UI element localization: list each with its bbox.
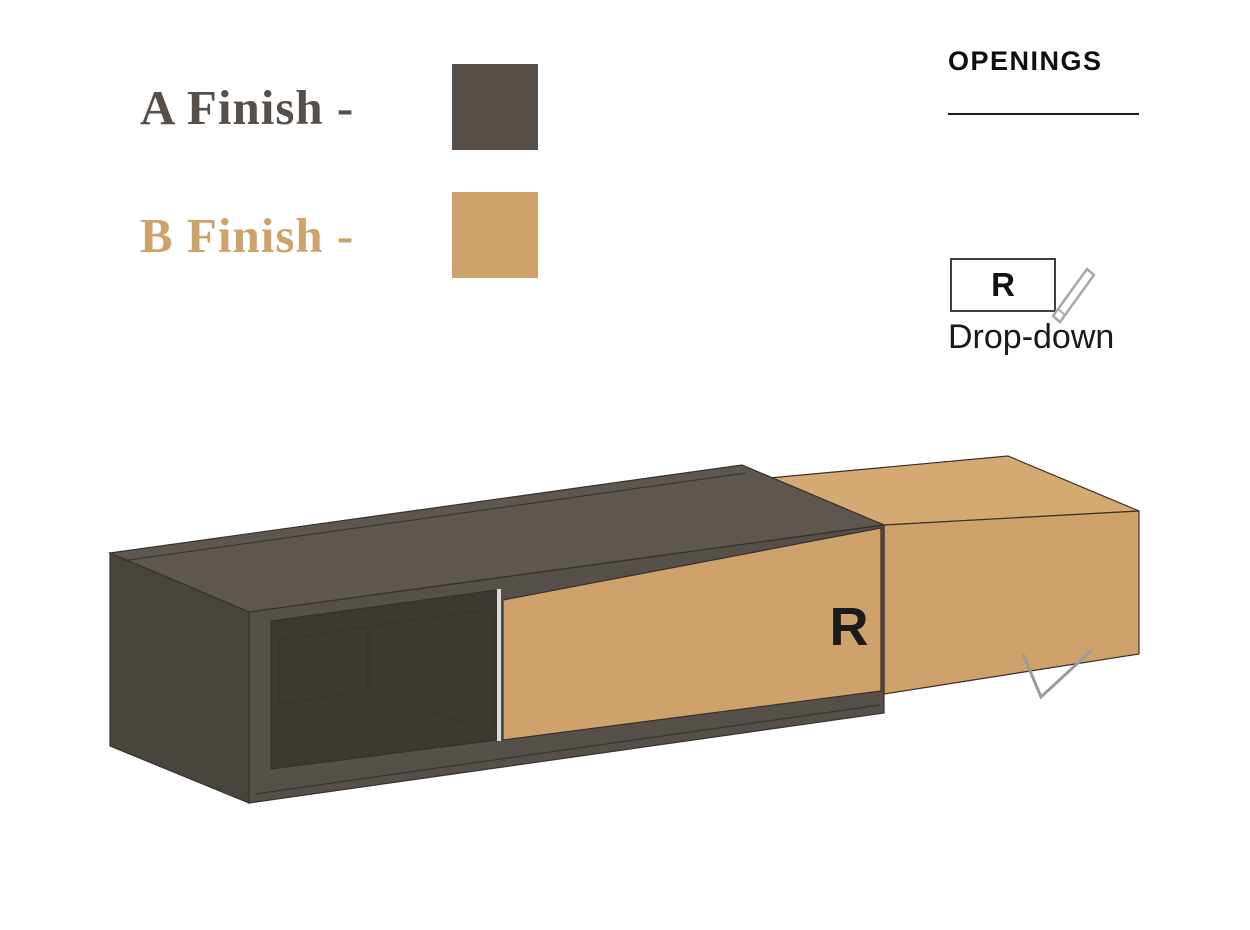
plinth-edge-line [254,704,881,795]
drop-down-symbol-box: R [950,258,1056,312]
openings-divider [948,113,1139,115]
compartment-back-panel [278,626,368,705]
top-bevel-line [121,472,747,562]
open-compartment [270,589,498,770]
pencil-icon [1051,267,1096,324]
compartment-side-panel [369,608,495,735]
finish-b-row: B Finish - [140,191,538,279]
opening-letter: R [830,597,869,657]
cabinet-b-front-panel [883,510,1140,695]
pencil-tip-line [1057,308,1066,316]
openings-title: OPENINGS [948,46,1103,76]
wire-leg [1021,648,1094,700]
finish-a-label: A Finish - [140,79,355,135]
finish-a-row: A Finish - [140,63,538,151]
finish-b-swatch [452,192,538,278]
finish-a-swatch [452,64,538,150]
drawer-front-panel [502,527,882,741]
drop-down-symbol-letter: R [991,266,1015,303]
drop-down-caption: Drop-down [948,318,1115,356]
finish-b-label: B Finish - [140,207,355,263]
drop-down-symbol: R [950,256,1130,338]
pencil-body [1051,267,1096,324]
